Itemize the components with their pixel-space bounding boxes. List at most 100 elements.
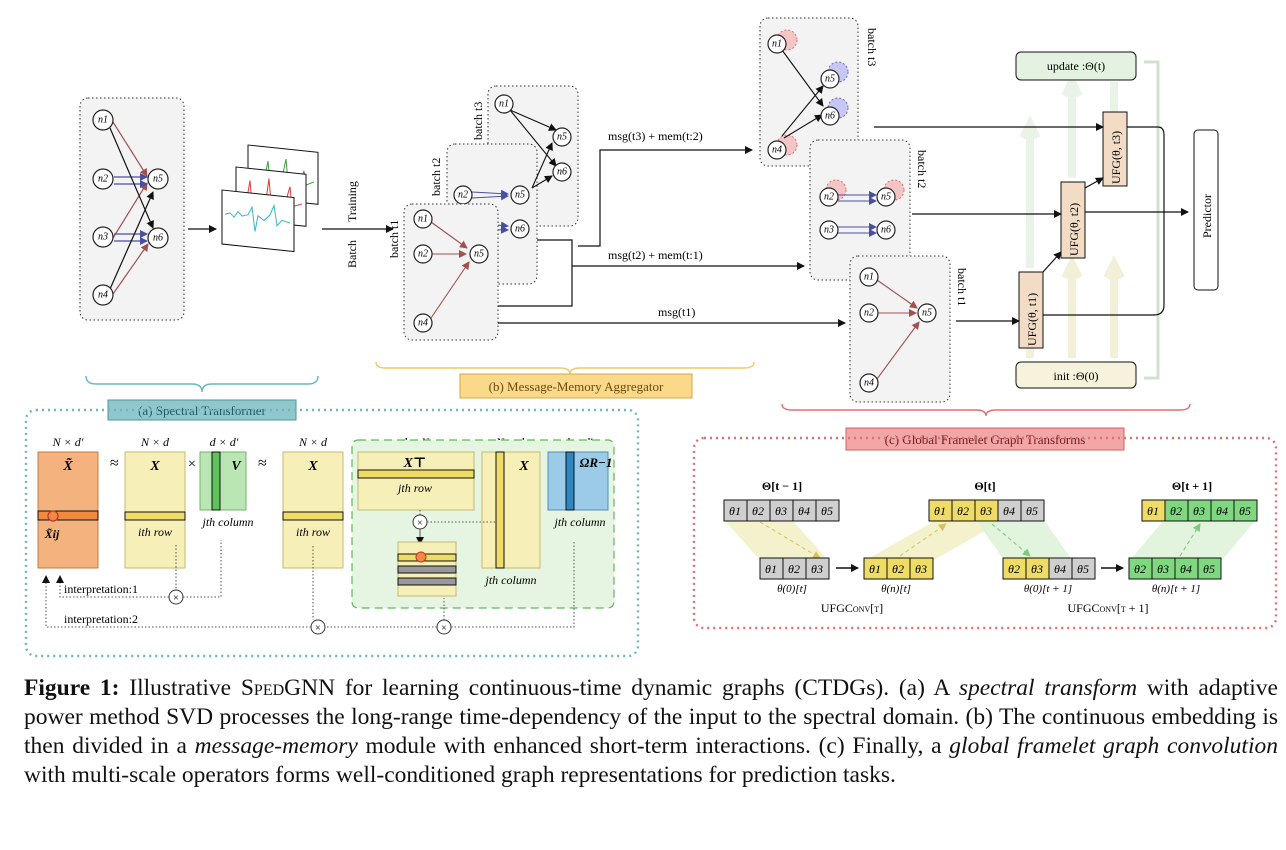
svg-text:θ3: θ3 [1157,562,1169,576]
ufg-t1: UFG(θ, t1) [1025,293,1039,346]
svg-text:θ2: θ2 [1008,562,1020,576]
svg-text:θ2: θ2 [1170,504,1182,518]
figure-caption: Figure 1: Illustrative SpedGNN for learn… [24,674,1278,790]
svg-text:n6: n6 [825,111,835,122]
node-n5: n5 [147,168,169,190]
predictor-label: Predictor [1200,194,1214,238]
svg-text:θ3: θ3 [980,504,992,518]
init-label: init :Θ(0) [1054,369,1099,383]
svg-text:n5: n5 [153,174,163,185]
theta-sub2: θ1 θ2 θ3 θ(n)[t] [863,557,934,595]
svg-text:n3: n3 [824,225,834,236]
svg-text:×: × [188,457,196,472]
svg-text:θ3: θ3 [775,504,787,518]
svg-text:Θ[t]: Θ[t] [974,479,995,493]
svg-text:θ3: θ3 [915,562,927,576]
msg-t2-label: msg(t2) + mem(t:1) [608,248,703,262]
svg-text:n1: n1 [499,99,509,110]
theta-sub3: θ2 θ3 θ4 θ5 θ(0)[t + 1] [1002,557,1096,595]
ufg-t2: UFG(θ, t2) [1067,203,1081,256]
theta-sub1: θ1 θ2 θ3 θ(0)[t] [759,557,830,595]
svg-text:θ4: θ4 [1054,562,1066,576]
update-label: update :Θ(t) [1047,59,1105,73]
svg-text:n5: n5 [881,192,891,203]
svg-text:n2: n2 [418,249,428,260]
svg-text:jth column: jth column [484,573,537,587]
svg-text:V: V [231,459,242,474]
svg-text:(b) Message-Memory Aggregator: (b) Message-Memory Aggregator [489,379,664,394]
svg-text:X⊤: X⊤ [403,456,427,471]
svg-text:ith row: ith row [138,525,172,539]
svg-text:θ3: θ3 [1193,504,1205,518]
svg-text:n6: n6 [557,167,567,178]
svg-text:n6: n6 [153,233,163,244]
theta-row-prev: θ1 θ2 θ3 θ4 θ5 [723,499,840,522]
caption-text-4: module with enhanced short-term interact… [357,733,950,759]
msg-t3-label: msg(t3) + mem(t:2) [608,129,703,143]
caption-text-1: Illustrative [119,675,241,701]
svg-text:≈: ≈ [258,455,267,472]
batch-t1-label: batch t1 [387,220,401,258]
svg-text:Θ[t − 1]: Θ[t − 1] [762,479,802,493]
svg-text:≈: ≈ [110,455,119,472]
svg-text:ΩR−1: ΩR−1 [580,455,613,470]
svg-text:d × d′: d × d′ [210,435,239,449]
svg-text:×: × [173,593,179,604]
right-batches: batch t3 n1 n4 n5 n6 batch t2 n2 n3 n5 n… [759,17,969,403]
section-a-label: (a) Spectral Transformer [107,399,297,421]
svg-text:θ2: θ2 [1134,562,1146,576]
input-graph: n1 n2 n3 n4 n5 n6 [79,97,185,321]
svg-text:θ1: θ1 [765,562,777,576]
svg-text:n1: n1 [772,39,782,50]
svg-text:n5: n5 [474,249,484,260]
svg-text:n1: n1 [418,214,428,225]
node-n3: n3 [92,226,114,248]
svg-text:θ4: θ4 [1003,504,1015,518]
svg-text:n4: n4 [98,290,108,301]
interp2-label: interpretation:2 [64,612,138,626]
svg-text:θ1: θ1 [869,562,881,576]
svg-text:θ5: θ5 [1203,562,1215,576]
batch-t3-label: batch t3 [471,102,485,140]
ufg-stack: update :Θ(t) init :Θ(0) UFG(θ, t1) UFG(θ… [874,51,1219,389]
batch-t2-label: batch t2 [429,158,443,196]
svg-text:θ2: θ2 [788,562,800,576]
caption-emph-2: message-memory [194,733,358,759]
svg-text:θ5: θ5 [1239,504,1251,518]
caption-model-name: SpedGNN [240,675,336,701]
svg-text:θ1: θ1 [934,504,946,518]
svg-text:n2: n2 [458,190,468,201]
svg-text:X: X [518,459,529,474]
caption-text-5: with multi-scale operators forms well-co… [24,762,896,788]
svg-text:n4: n4 [418,318,428,329]
svg-text:θ5: θ5 [1026,504,1038,518]
svg-text:n2: n2 [824,192,834,203]
caption-emph-1: spectral transform [958,675,1138,701]
svg-text:×: × [417,518,423,529]
ufgconv-t1: UFGConv[t + 1] [1068,601,1149,615]
svg-text:jth column: jth column [553,515,606,529]
svg-text:X̃: X̃ [62,456,73,474]
theta-row-now: θ1 θ2 θ3 θ4 θ5 [928,499,1045,522]
svg-text:θ(n)[t + 1]: θ(n)[t + 1] [1152,583,1200,595]
svg-text:n5: n5 [557,132,567,143]
svg-text:n2: n2 [98,174,108,185]
svg-text:θ(0)[t]: θ(0)[t] [777,583,807,595]
svg-text:θ(n)[t]: θ(n)[t] [881,583,911,595]
svg-text:n3: n3 [98,232,108,243]
svg-text:θ1: θ1 [729,504,741,518]
theta-row-next: θ1 θ2 θ3 θ4 θ5 [1141,499,1258,522]
framelet-panel: Θ[t − 1] Θ[t] Θ[t + 1] θ1 θ2 θ3 θ4 θ5 [692,436,1278,630]
svg-text:θ4: θ4 [798,504,810,518]
caption-text-2: for learning continuous-time dynamic gra… [335,675,959,701]
svg-text:θ4: θ4 [1180,562,1192,576]
svg-text:n5: n5 [825,74,835,85]
message-arrows: msg(t3) + mem(t:2) msg(t2) + mem(t:1) ms… [498,129,846,327]
svg-text:N × d: N × d [140,435,170,449]
svg-text:n2: n2 [864,308,874,319]
batch-label: Batch [345,240,359,268]
node-n4: n4 [92,284,114,306]
batch-stack: batch t3 n1 n5 n6 batch t2 n2 n3 n5 n6 b… [387,85,579,341]
svg-text:N × d′: N × d′ [52,435,84,449]
svg-text:θ5: θ5 [1077,562,1089,576]
